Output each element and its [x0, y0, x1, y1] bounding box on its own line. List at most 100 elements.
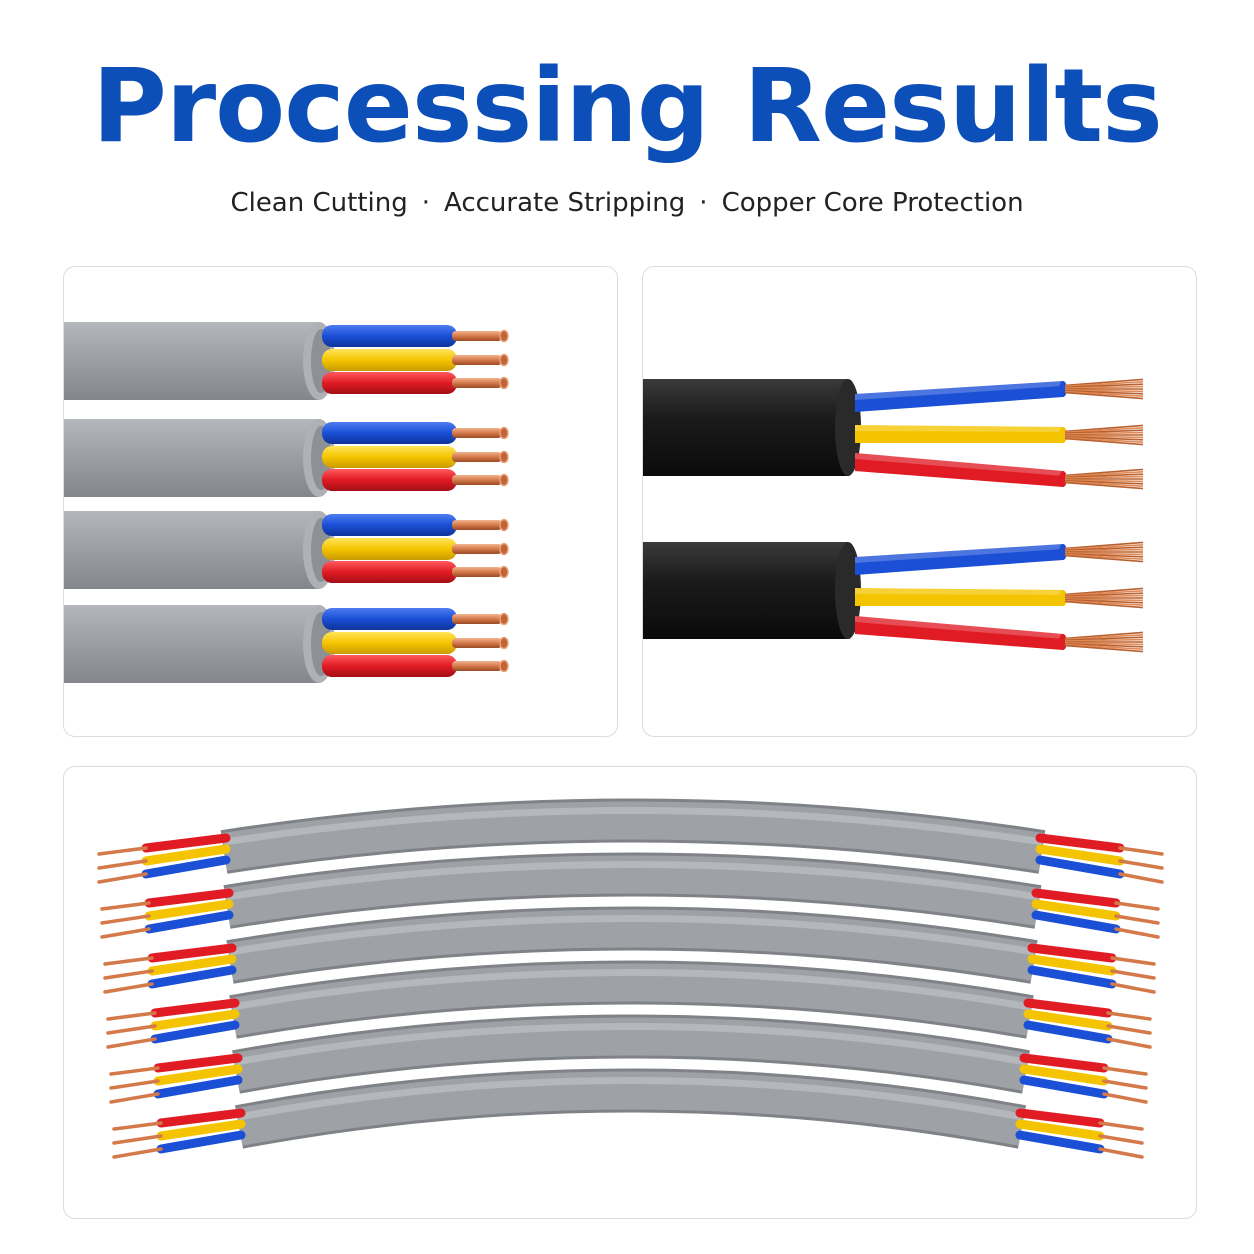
copper-strand [1064, 634, 1144, 641]
copper-strand [1064, 592, 1144, 597]
copper-core [452, 331, 502, 341]
right-wire [1015, 1119, 1105, 1141]
right-wire [1035, 855, 1125, 879]
feature-separator: · [421, 188, 430, 218]
copper-core [1102, 1092, 1148, 1104]
right-wire [1023, 998, 1113, 1018]
right-wire [1031, 888, 1121, 908]
copper-tip [499, 636, 509, 650]
copper-strand [1064, 435, 1144, 439]
copper-core [452, 355, 502, 365]
grey-cable [64, 322, 509, 400]
copper-strand [1064, 481, 1144, 490]
grey-cable-panel [63, 266, 618, 737]
copper-core [1114, 901, 1160, 911]
copper-core [452, 520, 502, 530]
blue-wire [322, 608, 457, 630]
copper-core [1098, 1134, 1144, 1145]
copper-core [112, 1121, 163, 1131]
wire-highlight [855, 616, 1063, 639]
grey-sheath [64, 419, 319, 497]
yellow-wire [322, 349, 457, 371]
copper-core [1118, 872, 1164, 884]
copper-strand [1064, 468, 1144, 477]
curved-cable [106, 960, 1152, 1049]
copper-tip [499, 473, 509, 487]
page-title: Processing Results [92, 47, 1163, 166]
left-wire [141, 833, 231, 853]
sheath-highlight [235, 1023, 1027, 1066]
copper-strand [1064, 475, 1144, 479]
copper-core [106, 1037, 157, 1049]
copper-strand [1064, 554, 1144, 563]
left-wire [150, 998, 240, 1018]
curved-cable [103, 906, 1156, 994]
copper-strand [1064, 587, 1144, 596]
copper-core [452, 661, 502, 671]
grey-sheath [64, 511, 319, 589]
black-sheath [643, 542, 848, 639]
copper-core [1098, 1121, 1144, 1131]
copper-core [103, 969, 154, 980]
red-wire [322, 469, 457, 491]
curved-cable-photo [97, 798, 1164, 1159]
right-wire [1019, 1053, 1109, 1073]
grey-sheath [232, 1017, 1030, 1091]
copper-tip [499, 659, 509, 673]
grey-sheath [229, 963, 1034, 1036]
copper-core [452, 452, 502, 462]
feature-clean-cutting: Clean Cutting [230, 188, 408, 218]
left-wire [153, 1053, 243, 1073]
left-wire [150, 1020, 240, 1044]
right-wire [1019, 1075, 1109, 1099]
copper-core [97, 872, 148, 884]
copper-core [452, 544, 502, 554]
copper-strand [1064, 643, 1144, 650]
copper-core [452, 475, 502, 485]
copper-strand [1064, 427, 1144, 434]
copper-core [109, 1092, 160, 1104]
copper-core [100, 914, 151, 925]
copper-strand [1064, 378, 1144, 387]
copper-strand [1064, 553, 1144, 558]
copper-core [452, 614, 502, 624]
copper-core [106, 1024, 157, 1035]
left-wire [153, 1064, 243, 1086]
black-cable [643, 378, 1144, 490]
copper-strand [1064, 424, 1144, 433]
copper-core [1102, 1066, 1148, 1076]
copper-strand [1064, 436, 1144, 443]
feature-list: Clean Cutting·Accurate Stripping·Copper … [0, 185, 1254, 221]
left-wire [141, 855, 231, 879]
right-wire [1031, 899, 1121, 921]
copper-core [452, 567, 502, 577]
left-wire [141, 844, 231, 866]
copper-core [1102, 1079, 1148, 1090]
blue-wire [855, 544, 1063, 575]
copper-strand [1064, 437, 1144, 446]
copper-core [452, 428, 502, 438]
yellow-wire [322, 446, 457, 468]
copper-core [112, 1134, 163, 1145]
copper-core [1118, 859, 1164, 870]
sheath-end [835, 542, 861, 639]
copper-tip [499, 518, 509, 532]
right-wire [1027, 943, 1117, 963]
red-wire [322, 561, 457, 583]
copper-core [109, 1066, 160, 1076]
left-wire [156, 1119, 246, 1141]
right-wire [1035, 844, 1125, 866]
copper-core [1118, 846, 1164, 856]
right-wire [1027, 965, 1117, 989]
copper-core [100, 901, 151, 911]
copper-core [1098, 1147, 1144, 1159]
copper-strand [1064, 390, 1144, 397]
copper-core [452, 378, 502, 388]
copper-strand [1064, 429, 1144, 434]
copper-strand [1064, 383, 1144, 388]
curved-cable [100, 852, 1160, 939]
copper-strand [1064, 385, 1144, 389]
right-wire [1015, 1130, 1105, 1154]
grey-cable [64, 419, 509, 497]
sheath-highlight [223, 807, 1043, 846]
